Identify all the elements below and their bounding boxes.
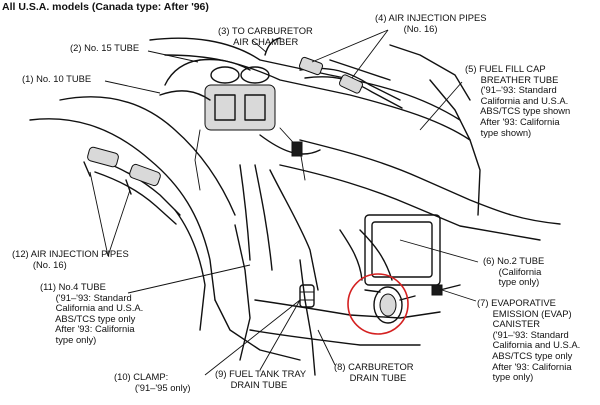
label-clamp: (10) CLAMP: ('91–'95 only) [114,371,191,393]
carburetor-assembly [194,66,321,191]
frame-outline [29,37,561,361]
highlight-circle [347,273,409,335]
label-carburetor-drain-tube: (8) CARBURETOR DRAIN TUBE [334,361,414,383]
leader-lines [89,29,479,376]
label-air-injection-pipes-upper: (4) AIR INJECTION PIPES (No. 16) [375,12,487,34]
label-evap-canister: (7) EVAPORATIVE EMISSION (EVAP) CANISTER… [477,297,581,383]
label-no2-tube: (6) No.2 TUBE (California type only) [483,255,545,288]
label-air-injection-pipes-left: (12) AIR INJECTION PIPES (No. 16) [12,248,129,270]
label-no15-tube: (2) No. 15 TUBE [70,42,140,53]
label-no10-tube: (1) No. 10 TUBE [22,73,92,84]
diagram-title: All U.S.A. models (Canada type: After '9… [2,1,209,13]
air-injection-pipes [83,56,364,195]
label-fuel-fill-cap-breather-tube: (5) FUEL FILL CAP BREATHER TUBE ('91–'93… [465,63,571,138]
label-carburetor-air-chamber: (3) TO CARBURETOR AIR CHAMBER [218,25,313,47]
evap-canister [364,214,461,324]
label-fuel-tank-tray-drain-tube: (9) FUEL TANK TRAY DRAIN TUBE [215,368,307,390]
clamp [299,284,315,308]
label-no4-tube: (11) No.4 TUBE ('91–'93: Standard Califo… [40,281,144,345]
